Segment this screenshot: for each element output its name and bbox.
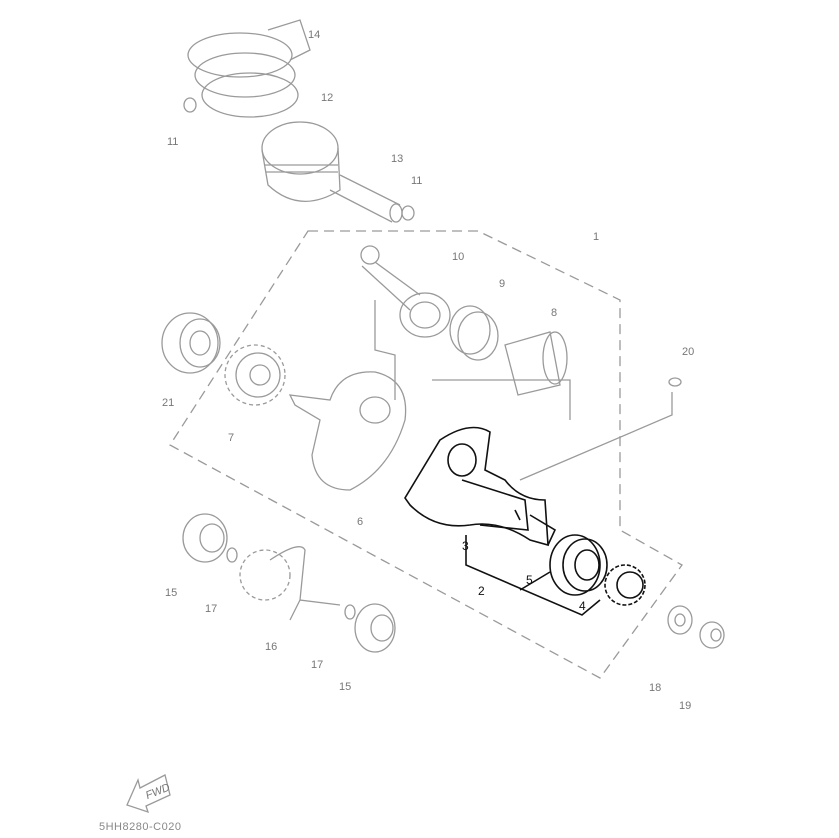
bearing: [354, 603, 396, 653]
bearing-right: [549, 534, 608, 596]
woodruff-key: [668, 377, 682, 387]
callout-17b: 17: [311, 659, 323, 671]
fwd-arrow-icon: FWD: [126, 774, 172, 814]
callout-12: 12: [321, 92, 333, 104]
callout-6: 6: [357, 516, 363, 528]
connecting-rod: [360, 245, 451, 338]
callout-15b: 15: [339, 681, 351, 693]
piston: [261, 121, 341, 202]
callout-2: 2: [478, 584, 485, 598]
crank-pin: [504, 331, 568, 396]
circlip: [401, 205, 415, 221]
bearing: [161, 312, 221, 374]
callout-14: 14: [308, 29, 320, 41]
piston-pin: [329, 174, 403, 223]
callout-18: 18: [649, 682, 661, 694]
callout-9: 9: [499, 278, 505, 290]
fwd-label: FWD: [144, 782, 172, 803]
assembly-boundary: [169, 230, 683, 679]
callout-19: 19: [679, 700, 691, 712]
callout-5: 5: [526, 573, 533, 587]
leader-line: [374, 300, 396, 400]
callout-8: 8: [551, 307, 557, 319]
callout-4: 4: [579, 599, 586, 613]
leader-line: [432, 379, 571, 420]
circlip: [183, 97, 197, 113]
callout-3: 3: [462, 539, 469, 553]
callout-1: 1: [593, 231, 599, 243]
callout-20: 20: [682, 346, 694, 358]
crankshaft-right: [404, 426, 557, 547]
leader-line: [465, 535, 601, 616]
piston-rings: [187, 19, 311, 118]
leader-line: [519, 392, 673, 481]
crank-web-left: [288, 371, 407, 491]
callout-7: 7: [228, 432, 234, 444]
circlip: [226, 547, 238, 563]
diagram-code: 5HH8280-C020: [99, 821, 181, 833]
sprocket-gear: [604, 564, 646, 606]
circlip: [344, 604, 356, 620]
callout-13: 13: [391, 153, 403, 165]
washer: [667, 605, 693, 635]
balancer-shaft: [239, 546, 341, 621]
nut: [699, 621, 725, 649]
callout-11b: 11: [411, 175, 422, 187]
callout-11: 11: [167, 136, 178, 148]
gear: [224, 344, 286, 406]
callout-10: 10: [452, 251, 464, 263]
callout-21: 21: [162, 397, 174, 409]
needle-bearing: [449, 305, 499, 361]
callout-16: 16: [265, 641, 277, 653]
bearing: [182, 513, 228, 563]
callout-15: 15: [165, 587, 177, 599]
callout-17: 17: [205, 603, 217, 615]
